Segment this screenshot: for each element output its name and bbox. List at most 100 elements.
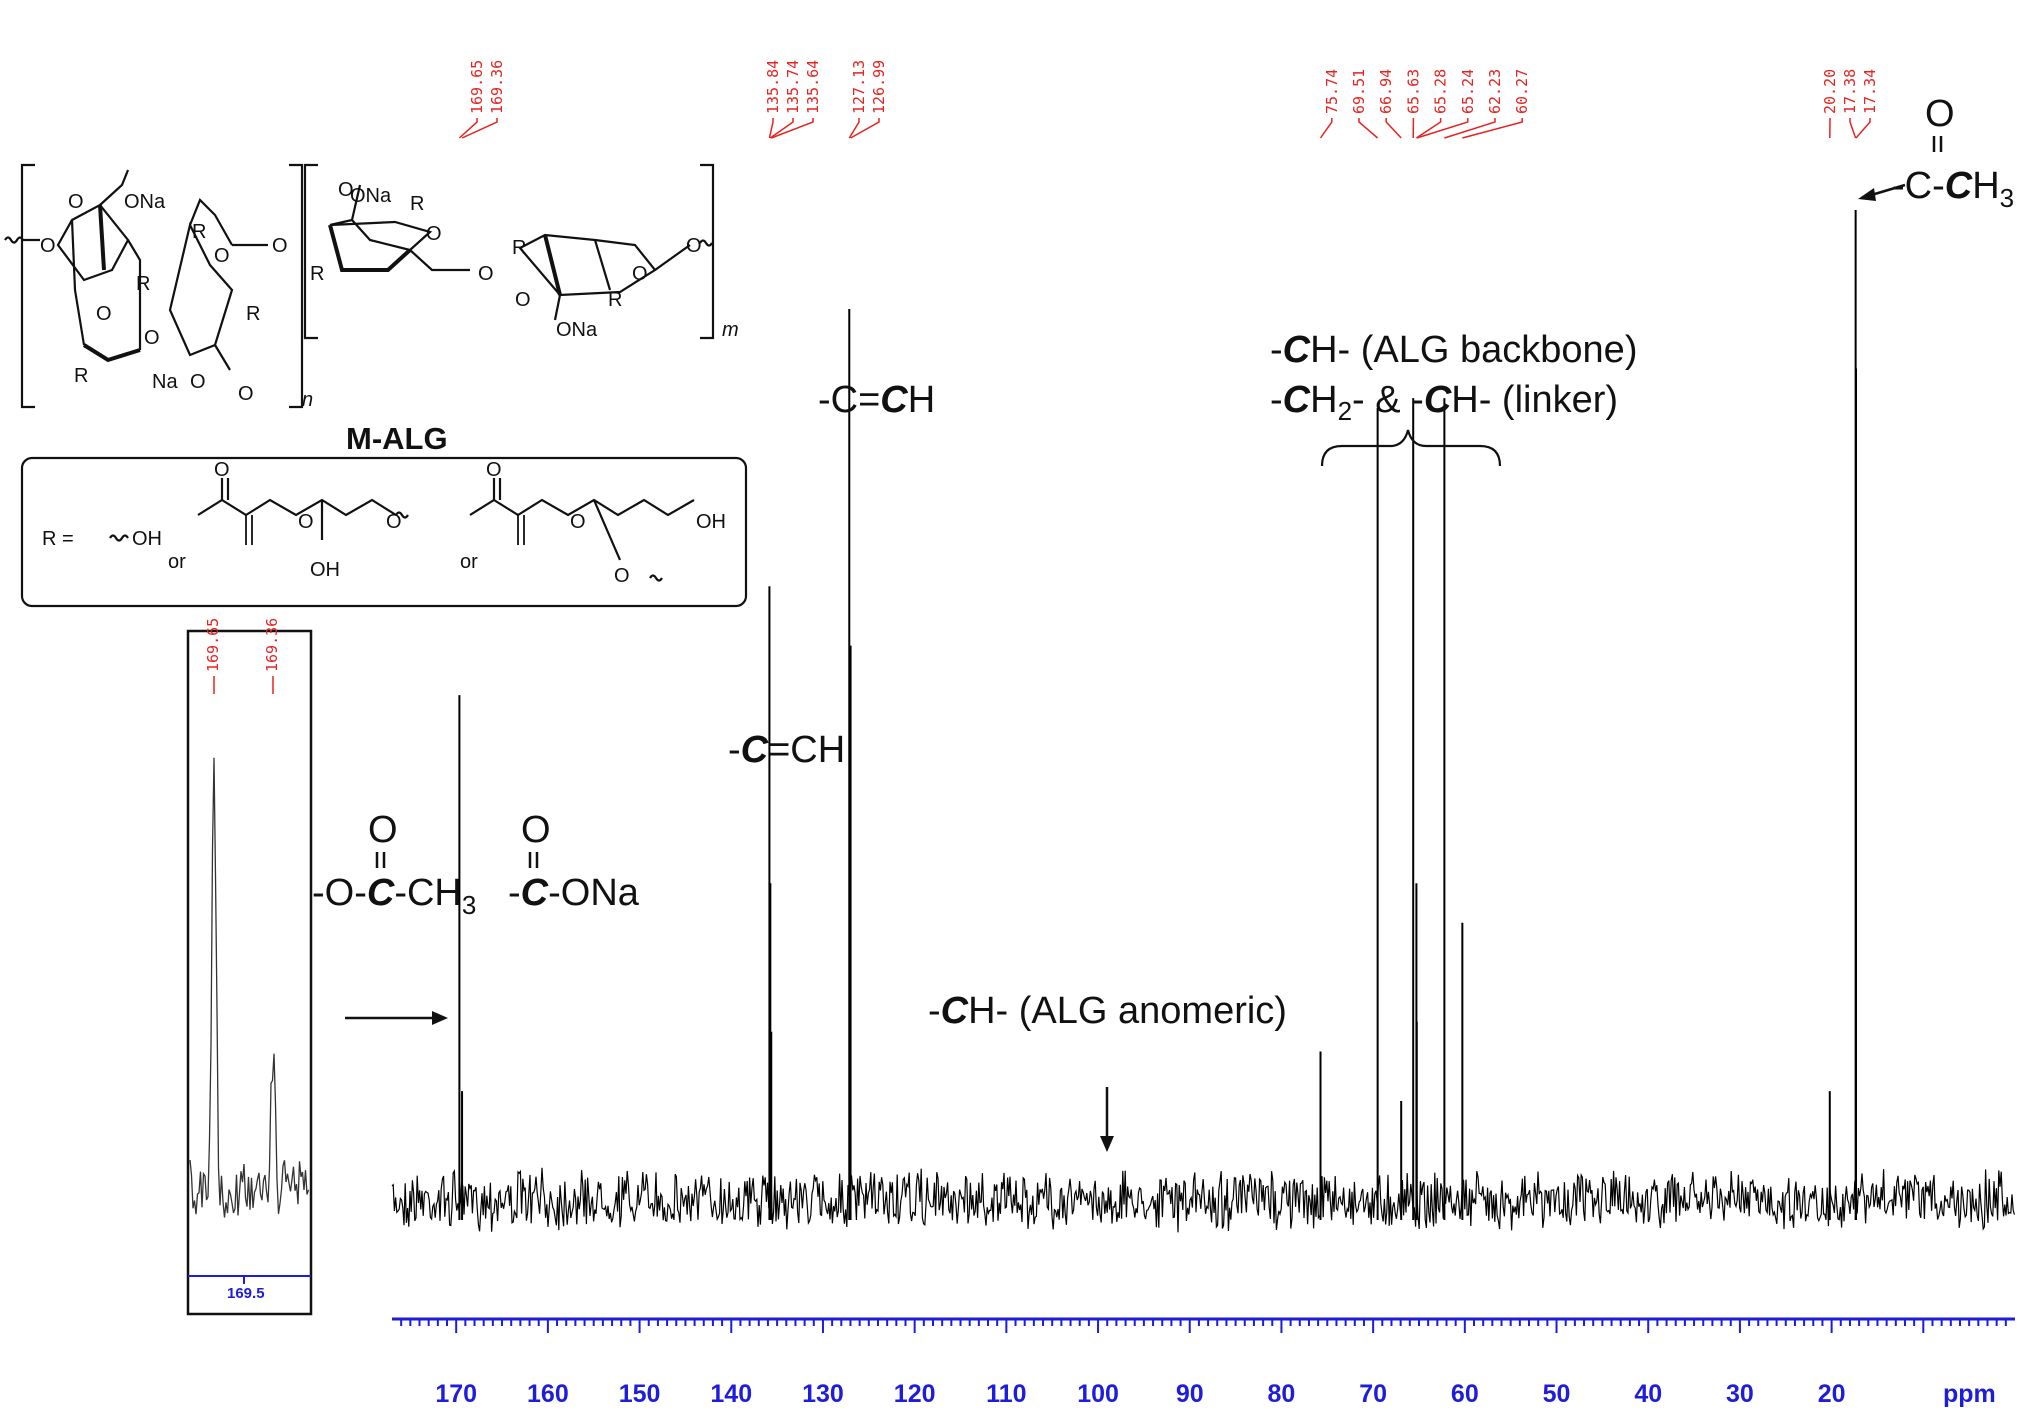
peak-label-127.13: 127.13 [850,60,868,114]
ester-label: -O-C-CH3 [312,872,476,920]
methyl-o: O [1925,93,1955,135]
linker-brace [1320,429,1502,467]
svg-text:OH: OH [696,511,726,533]
tick-label-110: 110 [986,1380,1026,1408]
svg-text:O: O [144,327,160,349]
peak-label-135.84: 135.84 [764,60,782,114]
peak-label-connector [1444,118,1496,139]
svg-text:O: O [478,263,494,285]
svg-text:O: O [338,179,354,201]
svg-text:R: R [310,263,324,285]
tick-label-130: 130 [802,1380,844,1408]
baseline-noise [391,1167,2015,1233]
svg-text:R: R [512,237,526,259]
svg-text:Na: Na [152,371,178,393]
svg-text:R =: R = [42,528,74,550]
x-axis-label: ppm [1943,1380,1996,1408]
tick-label-80: 80 [1268,1380,1296,1408]
inset-panel: 169.5 169.65 169.36 [186,618,313,1316]
peak-label-connector [848,118,860,139]
svg-text:O: O [515,289,531,311]
tick-label-20: 20 [1818,1380,1846,1408]
tick-label-140: 140 [710,1380,752,1408]
svg-text:or: or [168,551,186,573]
inset-tick-label: 169.5 [227,1285,265,1302]
peak-label-20.20: 20.20 [1821,69,1839,114]
inset-peak-label-1: 169.65 [204,618,222,672]
svg-text:O: O [238,383,254,405]
svg-text:O: O [272,235,288,257]
svg-text:ONa: ONa [124,191,166,213]
svg-text:O: O [96,303,112,325]
vinyl-ch-label: -C=CH [818,379,935,421]
tick-label-40: 40 [1634,1380,1662,1408]
svg-text:O: O [614,565,630,587]
carboxylate-o: O [521,809,551,851]
tick-label-50: 50 [1543,1380,1571,1408]
peak-label-135.74: 135.74 [784,60,802,114]
svg-text:O: O [632,263,648,285]
tick-label-70: 70 [1359,1380,1387,1408]
peak-label-169.65: 169.65 [468,60,486,114]
svg-text:O: O [486,459,502,481]
tick-label-160: 160 [527,1380,569,1408]
svg-text:R: R [246,303,260,325]
peak-label-65.63: 65.63 [1404,69,1422,114]
peak-label-75.74: 75.74 [1323,69,1341,114]
backbone-label: -CH- (ALG backbone) [1270,329,1637,371]
svg-text:R: R [608,289,622,311]
peak-label-connector [1385,118,1402,139]
svg-text:R: R [192,221,206,243]
spectrum [391,210,2015,1233]
peak-label-65.28: 65.28 [1432,69,1450,114]
m-alg-structure [4,163,748,608]
svg-text:O: O [570,511,586,533]
methyl-label: -C-CH3 [1892,165,2014,213]
carboxylate-label: -C-ONa [508,872,640,914]
peak-label-126.99: 126.99 [870,60,888,114]
peak-label-135.64: 135.64 [804,60,822,114]
svg-text:or: or [460,551,478,573]
tick-label-150: 150 [619,1380,661,1408]
peak-label-connector [1358,118,1379,139]
peak-label-60.27: 60.27 [1513,69,1531,114]
minor-ticks [400,1319,2007,1326]
peak-label-connector [1462,118,1523,139]
svg-text:m: m [722,319,739,341]
svg-text:O: O [426,223,442,245]
peak-label-65.24: 65.24 [1459,69,1477,114]
tick-label-100: 100 [1077,1380,1119,1408]
tick-label-60: 60 [1451,1380,1479,1408]
peak-label-17.34: 17.34 [1861,69,1879,114]
major-ticks [455,1319,1925,1333]
structure-labels: ONa ONa ONa Na O O O O O O O O O O O O O… [40,179,739,587]
svg-text:O: O [190,371,206,393]
anomeric-label: -CH- (ALG anomeric) [928,990,1287,1032]
svg-text:O: O [298,511,314,533]
peak-label-66.94: 66.94 [1377,69,1395,114]
tick-label-120: 120 [894,1380,936,1408]
svg-text:OH: OH [132,528,162,550]
peak-label-connector [1855,118,1871,139]
peak-label-connector [458,118,478,139]
peak-label-connector [461,118,498,139]
annotations: O -C-CH3 -CH- (ALG backbone) -CH2- & -CH… [312,93,2014,1152]
svg-text:O: O [40,235,56,257]
svg-text:O: O [686,235,702,257]
svg-text:ONa: ONa [350,185,392,207]
svg-text:R: R [410,193,424,215]
peak-label-62.23: 62.23 [1486,69,1504,114]
svg-text:O: O [386,511,402,533]
vinyl-c-label: -C=CH [728,729,845,771]
linker-label: -CH2- & -CH- (linker) [1270,379,1618,426]
svg-text:M-ALG: M-ALG [346,421,448,456]
tick-label-90: 90 [1176,1380,1204,1408]
peak-label-connector [1319,118,1333,139]
svg-text:n: n [302,389,313,411]
peak-label-connector [771,118,814,139]
peak-label-connector [850,118,880,139]
peak-lines [458,210,1858,1220]
